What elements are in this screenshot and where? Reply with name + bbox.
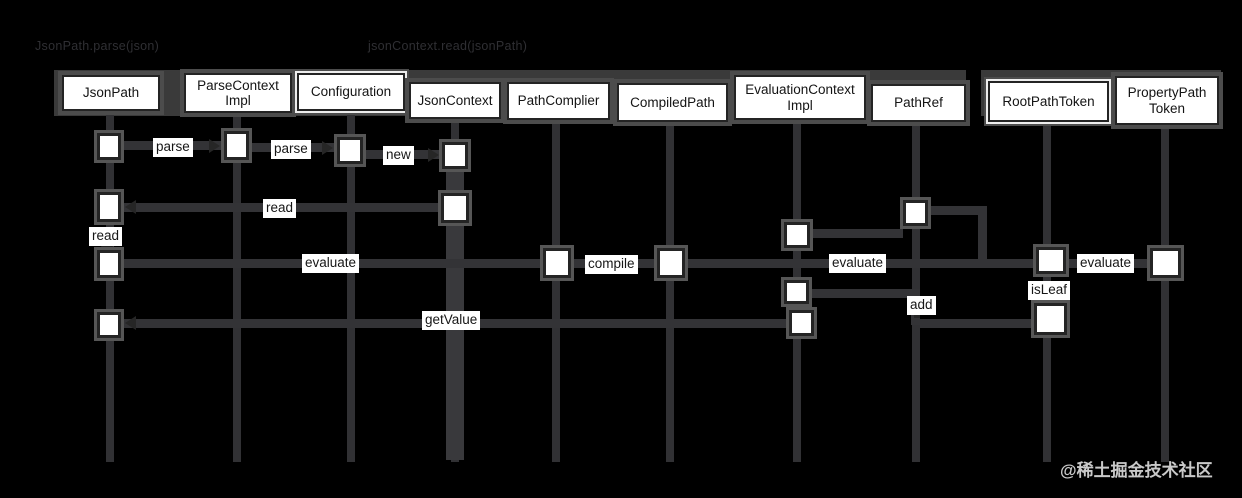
lifeline-jsonpath: [106, 109, 114, 462]
watermark-text: @稀土掘金技术社区: [1060, 461, 1213, 480]
actor-pathref: PathRef: [871, 84, 966, 122]
arrowhead-add-icon: [914, 312, 920, 318]
message-line-pathref-elbow-v: [978, 206, 987, 264]
lifeline-pathcomplier: [552, 117, 560, 462]
activation-jsonpath-getvalue: [97, 312, 121, 338]
activation-pathref: [903, 200, 928, 226]
actor-propertypathtoken: PropertyPath Token: [1115, 76, 1219, 125]
actor-evaluationcontextimpl: EvaluationContext Impl: [734, 75, 866, 120]
message-label-new: new: [383, 146, 414, 165]
activation-evalctx-mid: [784, 280, 809, 304]
activation-jsonpath-parse: [97, 133, 121, 160]
actor-jsoncontext: JsonContext: [409, 82, 501, 119]
arrowhead-new-icon: [428, 148, 439, 162]
arrowhead-read-return-icon: [125, 200, 136, 214]
section-title-read: jsonContext.read(jsonPath): [368, 39, 528, 53]
arrowhead-read-self-icon: [100, 245, 114, 254]
actor-compiledpath: CompiledPath: [617, 83, 728, 122]
lifeline-compiledpath: [666, 119, 674, 462]
activation-parsecontextimpl: [224, 131, 249, 160]
message-line-evalctx-to-pathref: [811, 229, 903, 238]
activation-propertypathtoken: [1150, 248, 1181, 278]
arrowhead-isleaf-self-icon: [1040, 296, 1054, 305]
actor-pathcomplier: PathComplier: [507, 82, 610, 120]
activation-compiledpath: [657, 248, 685, 278]
activation-configuration: [337, 137, 363, 164]
message-label-parse1: parse: [153, 138, 193, 157]
lifeline-parsecontextimpl: [233, 110, 241, 462]
message-line-add-h2: [920, 319, 1035, 328]
activation-jsoncontext-read: [441, 193, 469, 223]
activation-pathcomplier: [543, 248, 571, 278]
message-label-getvalue: getValue: [422, 311, 481, 330]
message-line-evaluate-main: [123, 259, 1037, 268]
lifeline-propertypathtoken: [1161, 122, 1169, 462]
activation-evalctx-getvalue: [789, 310, 814, 336]
lifeline-configuration: [347, 109, 355, 462]
activation-jsoncontext-new: [442, 142, 468, 169]
actor-parsecontextimpl: ParseContext Impl: [184, 73, 292, 113]
message-label-add: add: [907, 296, 936, 315]
message-label-evaluate2: evaluate: [829, 254, 887, 273]
section-title-parse: JsonPath.parse(json): [35, 39, 160, 53]
message-label-isleaf: isLeaf: [1028, 281, 1071, 300]
activation-rootpathtoken-evaluate: [1036, 247, 1066, 274]
arrowhead-parse1-icon: [209, 139, 220, 153]
arrowhead-getvalue-return-icon: [125, 316, 136, 330]
arrowhead-parse2-icon: [322, 141, 333, 155]
activation-evalctx-upper: [784, 222, 810, 248]
message-label-read: read: [263, 199, 297, 218]
activation-jsonpath-evaluate: [97, 250, 121, 278]
message-label-parse2: parse: [271, 140, 311, 159]
actor-configuration: Configuration: [295, 71, 407, 113]
message-label-evaluate1: evaluate: [302, 254, 360, 273]
activation-bar-jsoncontext-long: [446, 150, 464, 460]
message-line-add-h1: [810, 289, 920, 298]
message-label-read-self: read: [89, 227, 123, 246]
message-line-pathref-elbow-h: [929, 206, 987, 215]
message-label-evaluate3: evaluate: [1077, 254, 1135, 273]
message-label-compile: compile: [585, 255, 638, 274]
activation-jsonpath-read: [97, 192, 121, 222]
actor-jsonpath: JsonPath: [62, 75, 160, 111]
activation-rootpathtoken-isleaf: [1034, 303, 1067, 335]
actor-rootpathtoken: RootPathToken: [986, 79, 1111, 124]
